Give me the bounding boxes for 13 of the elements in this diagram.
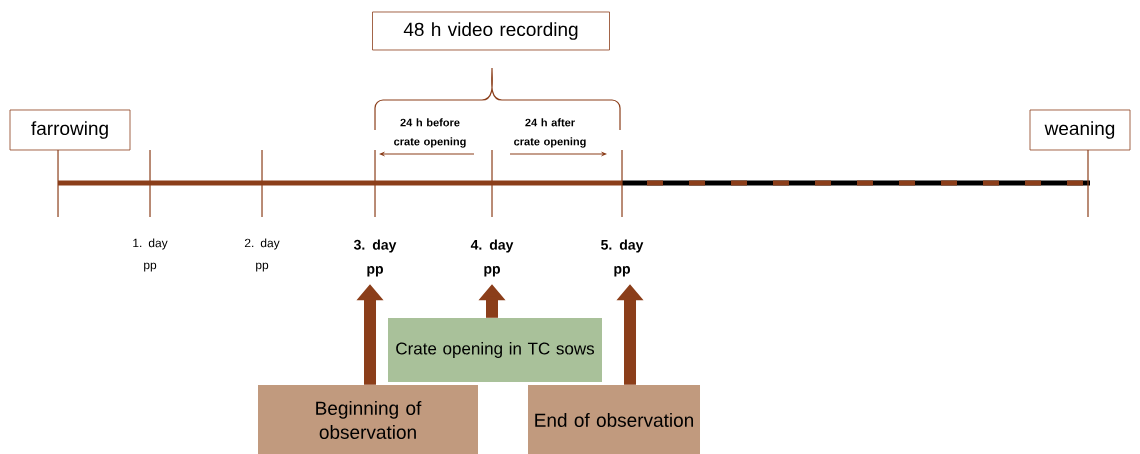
event-box: Crate opening in TC sows xyxy=(388,318,602,382)
label-box: farrowing xyxy=(9,109,131,151)
observation-box: End of observation xyxy=(528,385,700,454)
interval-label: 24 h after crate opening xyxy=(514,118,586,148)
label-box: weaning xyxy=(1029,109,1131,151)
interval-label: 24 h before crate opening xyxy=(394,118,466,148)
day-label: 4. day pp xyxy=(470,239,514,277)
day-label: 2. day pp xyxy=(244,238,280,272)
label-box: 48 h video recording xyxy=(372,11,610,51)
day-label: 3. day pp xyxy=(353,239,397,277)
day-label: 5. day pp xyxy=(601,239,644,277)
day-label: 1. day pp xyxy=(133,238,168,272)
observation-box: Beginning of observation xyxy=(258,385,478,454)
